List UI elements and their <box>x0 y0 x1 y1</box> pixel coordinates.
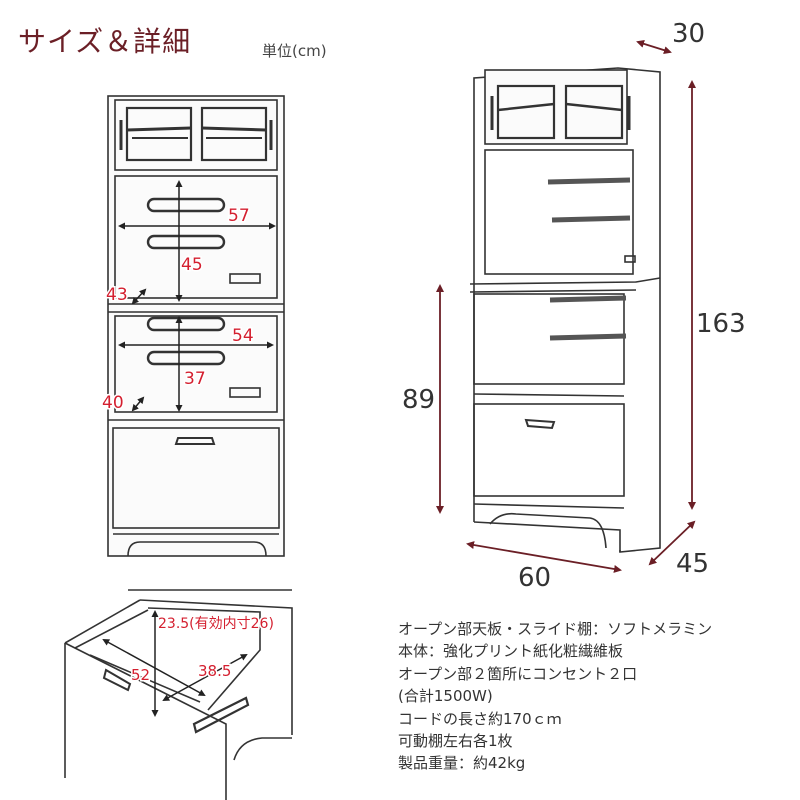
dim-upper-width: 57 <box>228 206 250 226</box>
dim-top-depth: 30 <box>672 19 705 49</box>
dim-lower-height: 37 <box>184 369 206 389</box>
spec-item: 本体：強化プリント紙化粧繊維板 <box>398 642 624 661</box>
spec-item: オープン部２箇所にコンセント２口 <box>398 664 638 683</box>
outlet <box>229 273 261 284</box>
spec-list: オープン部天板・スライド棚：ソフトメラミン 本体：強化プリント紙化粧繊維板 オー… <box>398 618 712 775</box>
dim-counter-height: 89 <box>402 385 435 415</box>
dim-lower-depth: 40 <box>102 393 124 413</box>
glass-door-left <box>125 106 193 162</box>
dim-total-height: 163 <box>696 309 746 339</box>
side-dimension-arrows <box>436 39 696 573</box>
dim-drawer-depth: 38.5 <box>198 662 231 680</box>
glass-door-right <box>200 106 268 162</box>
spec-item: 製品重量：約42kg <box>398 754 526 773</box>
outlet <box>229 387 261 398</box>
dimension-arrows <box>102 180 276 717</box>
dim-drawer-height: 23.5(有効内寸26) <box>158 616 274 632</box>
dim-drawer-width: 52 <box>131 666 150 684</box>
drawer-handle <box>174 437 216 445</box>
side-view <box>469 67 661 553</box>
slide-rail <box>192 696 250 734</box>
front-view <box>107 95 285 557</box>
spec-item: (合計1500W) <box>398 687 493 706</box>
dim-upper-height: 45 <box>181 255 203 275</box>
dim-width: 60 <box>518 563 551 593</box>
spec-item: コードの長さ約170ｃｍ <box>398 709 562 728</box>
spec-item: 可動棚左右各1枚 <box>398 732 513 751</box>
unit-label: 単位(cm) <box>262 42 327 60</box>
page-title: サイズ＆詳細 <box>18 25 192 58</box>
spec-item: オープン部天板・スライド棚：ソフトメラミン <box>398 620 713 638</box>
dim-depth: 45 <box>676 549 709 579</box>
dim-lower-width: 54 <box>232 326 254 346</box>
dim-upper-depth: 43 <box>106 285 128 305</box>
